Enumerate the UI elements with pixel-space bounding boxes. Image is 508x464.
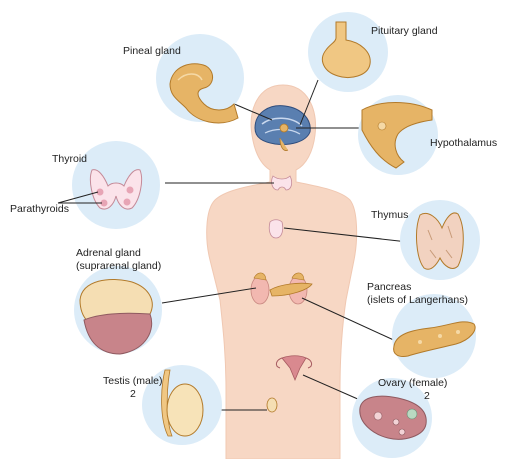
testis-label-line2: 2	[130, 388, 136, 400]
thyroid-label: Thyroid	[52, 153, 87, 165]
ovary-bubble	[352, 378, 432, 458]
hypothalamus-bubble	[358, 95, 438, 175]
pancreas-bubble	[392, 294, 476, 378]
body-testis-icon	[267, 398, 277, 412]
pituitary-gland-bubble	[308, 12, 388, 92]
testis-label-line1: Testis (male)	[103, 375, 163, 387]
thymus-label: Thymus	[371, 209, 408, 221]
ovary-label-line2: 2	[424, 390, 430, 402]
pineal-label: Pineal gland	[123, 45, 181, 57]
body-thymus-icon	[269, 220, 283, 238]
pituitary-label: Pituitary gland	[371, 25, 438, 37]
pancreas-label-line2: (islets of Langerhans)	[367, 294, 468, 306]
thymus-bubble	[400, 200, 480, 280]
parathyroids-label: Parathyroids	[10, 203, 69, 215]
pancreas-label-line1: Pancreas	[367, 281, 411, 293]
adrenal-label-line1: Adrenal gland	[76, 247, 141, 259]
adrenal-gland-bubble	[74, 266, 162, 354]
adrenal-label-line2: (suprarenal gland)	[76, 260, 161, 272]
hypothalamus-label: Hypothalamus	[430, 137, 497, 149]
ovary-label-line1: Ovary (female)	[378, 377, 447, 389]
